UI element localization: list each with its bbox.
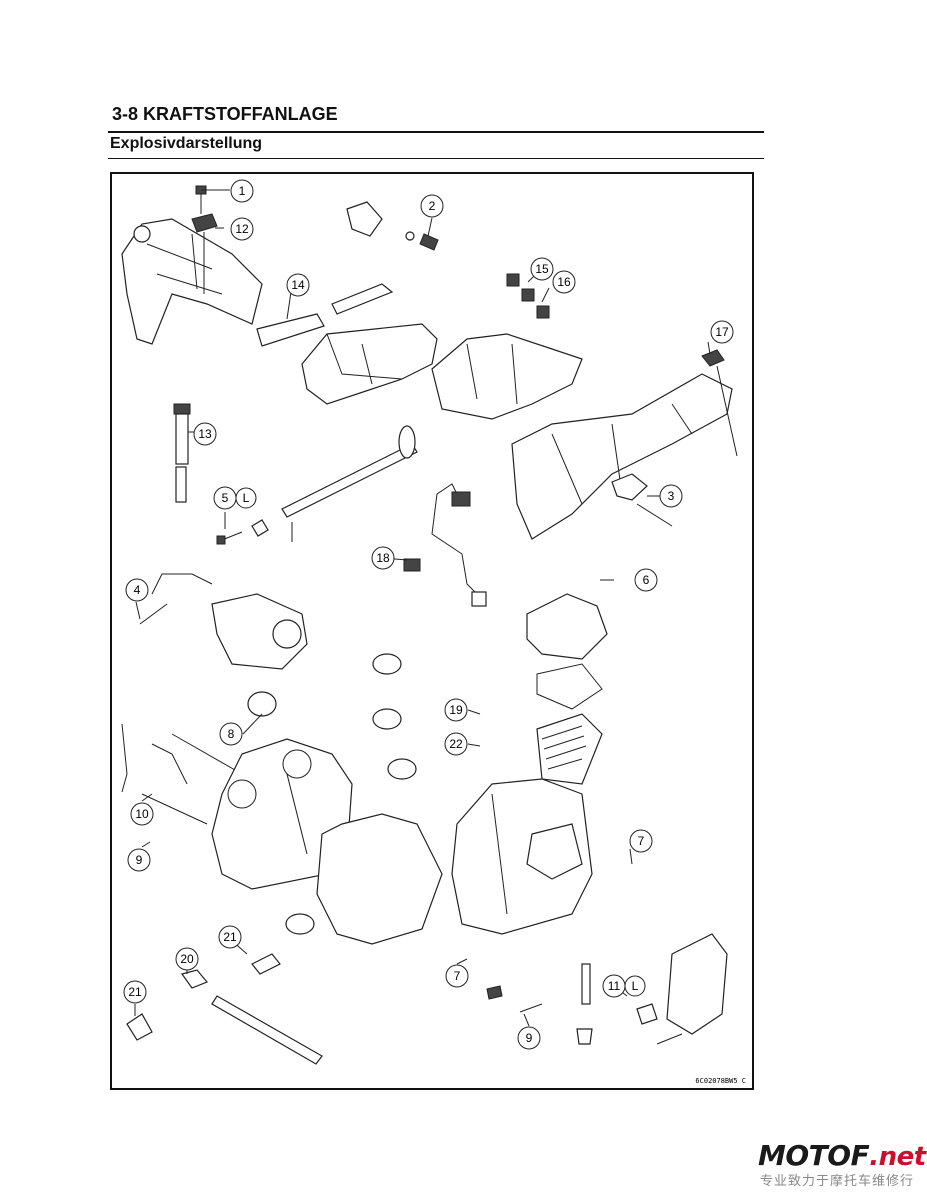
callout-c3: 3 [659,484,683,508]
callout-label: 7 [638,834,645,848]
callout-c1: 1 [230,179,254,203]
callout-c20: 20 [175,947,199,971]
motof-logo: MOTOF.net [758,1139,926,1172]
filter-cover [526,593,608,710]
callout-label: 12 [235,222,249,236]
callout-c9a: 9 [127,848,151,872]
intake-funnels [285,653,417,935]
clamp-part-8 [247,691,277,717]
callout-c6: 6 [634,568,658,592]
callout-label: 11 [608,979,621,993]
callout-label: 16 [557,275,571,289]
callout-c10: 10 [130,802,154,826]
camshaft [251,425,418,542]
callout-label: 20 [180,952,194,966]
callout-suffix: L [632,979,639,993]
callout-label: 3 [668,489,675,503]
callout-label: 14 [291,278,305,292]
callout-c14: 14 [286,273,310,297]
rear-tray [431,333,583,420]
logo-tld: .net [869,1142,926,1172]
sensor-part-2 [346,201,439,251]
frame-bracket-left [121,218,263,345]
callout-c7b: 7 [445,964,469,988]
drawing-code: 6C02078BW5 C [695,1077,746,1085]
callout-label: 15 [535,262,549,276]
callout-c2: 2 [420,194,444,218]
subtitle: Explosivdarstellung [110,135,263,152]
callout-label: 8 [228,727,235,741]
callout-c12: 12 [230,217,254,241]
callout-label: 9 [136,853,143,867]
relay-parts-15-16 [506,273,550,319]
callout-label: 22 [449,737,463,751]
subtitle-rule [108,158,764,159]
callout-label: 19 [449,703,463,717]
callout-c4: 4 [125,578,149,602]
battery-case [301,283,438,405]
callout-c17: 17 [710,320,734,344]
callout-c22: 22 [444,732,468,756]
callout-label: 2 [429,199,436,213]
clip-part-12 [191,213,218,294]
callout-label: 5 [222,491,229,505]
callout-c8: 8 [219,722,243,746]
title-rule [108,131,764,133]
pipe-lower [126,953,593,1065]
callout-label: 9 [526,1031,533,1045]
ignition-coil [173,403,191,503]
callout-label: 13 [198,427,212,441]
callout-label: 18 [376,551,390,565]
exploded-view-drawing: 12345L6778991011L12131415161718192021212… [121,179,746,1085]
callout-suffix: L [243,491,250,505]
callout-label: 21 [128,985,142,999]
hoses-left [121,723,243,825]
callout-c18: 18 [371,546,395,570]
air-filter-element [536,713,603,785]
callout-label: 1 [239,184,246,198]
callout-label: 10 [135,807,149,821]
callout-c21b: 21 [123,980,147,1004]
callout-label: 17 [715,325,729,339]
callout-label: 4 [134,583,141,597]
callout-label: 7 [454,969,461,983]
callout-c19: 19 [444,698,468,722]
throttle-body [139,573,308,670]
callout-c15: 15 [530,257,554,281]
logo-tagline: 专业致力于摩托车维修行 [760,1174,915,1189]
airbox-right [451,778,593,935]
gasket [316,813,443,945]
callout-c21a: 21 [218,925,242,949]
callout-c9b: 9 [517,1026,541,1050]
callout-c7a: 7 [629,829,653,853]
frame-right [511,349,738,540]
duct-part-14 [256,313,325,347]
logo-brand: MOTOF [758,1139,870,1172]
callout-label: 21 [223,930,237,944]
wire-harness [403,483,487,607]
callout-c13: 13 [193,422,217,446]
section-title: 3-8 KRAFTSTOFFANLAGE [112,104,338,124]
callout-c11: 11 L [602,974,646,998]
callout-label: 6 [643,573,650,587]
bolt-part-5 [216,531,243,545]
cover-lower-right [636,933,728,1045]
callout-c16: 16 [552,270,576,294]
